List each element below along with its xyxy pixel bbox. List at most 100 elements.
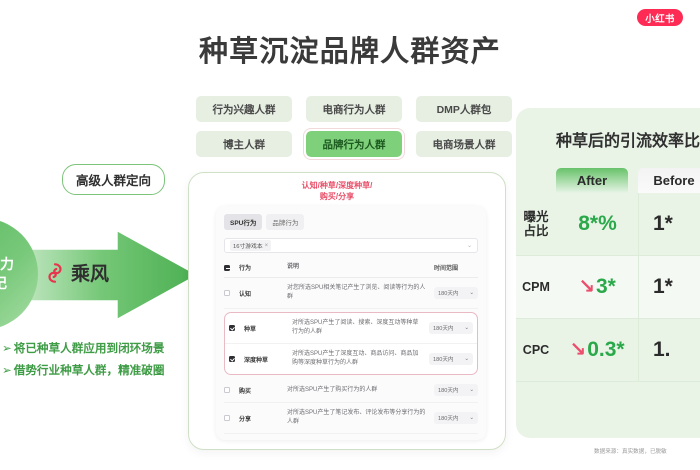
table-row[interactable]: 认知 对您所选SPU相关笔记产生了浏览、阅读等行为的人群 180天内 ⌄	[224, 278, 478, 309]
row-behavior: 深度种草	[244, 357, 269, 364]
tab-spu-behavior[interactable]: SPU行为	[224, 214, 263, 230]
select-all-checkbox[interactable]	[224, 264, 239, 271]
trend-down-arrow-icon: ↘	[569, 339, 587, 361]
advanced-targeting-label: 高级人群定向	[62, 164, 166, 195]
column-header-behavior: 行为	[239, 266, 252, 272]
metric-after-number: 8*%	[578, 212, 617, 235]
tab-brand-behavior[interactable]: 品牌行为	[266, 214, 305, 230]
bullet-item-1: ➢将已种草人群应用到闭环场景	[2, 338, 192, 360]
row-behavior: 购买	[239, 388, 252, 395]
annotation-line-1: 认知/种草/深度种草/	[301, 181, 373, 190]
metric-label: CPM	[516, 280, 556, 294]
time-range-select[interactable]: 180天内 ⌄	[429, 322, 473, 334]
row-checkbox[interactable]	[224, 290, 239, 296]
checkbox-icon	[224, 387, 230, 393]
column-header-desc: 说明	[287, 264, 300, 270]
behavior-table: 行为 说明 时间范围 认知 对您所选SPU相关笔记产生了浏览、阅读等行为的人群 …	[224, 259, 478, 434]
row-time-range[interactable]: 180天内 ⌄	[429, 353, 473, 365]
time-range-value: 180天内	[438, 388, 459, 394]
time-range-select[interactable]: 180天内 ⌄	[429, 353, 473, 365]
swirl-icon	[44, 262, 66, 284]
footer-source-note: 数据来源：真实数据，已脱敏	[594, 449, 667, 455]
filter-chip[interactable]: 16寸游戏本 ×	[230, 240, 272, 251]
filter-chip-label: 16寸游戏本	[233, 244, 263, 250]
highlighted-rows-group: 种草 对所选SPU产生了阅读、搜索、深度互动等种草行为的人群 180天内 ⌄ 深…	[224, 312, 478, 375]
checkbox-icon	[224, 415, 230, 421]
row-desc: 对您所选SPU相关笔记产生了浏览、阅读等行为的人群	[287, 285, 426, 300]
audience-tag-grid: 行为兴趣人群 电商行为人群 DMP人群包 博主人群 品牌行为人群 电商场景人群	[196, 96, 516, 166]
metric-label-line-2: 占比	[523, 224, 549, 238]
chevron-down-icon: ⌄	[469, 415, 474, 421]
metrics-column-headers: After Before	[556, 168, 700, 193]
table-row[interactable]: 深度种草 对所选SPU产生了深度互动、商品访问、商品加购等深度种草行为的人群 1…	[225, 344, 477, 374]
time-range-select[interactable]: 180天内 ⌄	[434, 384, 478, 396]
checkbox-icon	[224, 290, 230, 296]
tag-dmp-package[interactable]: DMP人群包	[416, 96, 512, 122]
checkbox-partial-icon	[224, 264, 230, 271]
time-range-select[interactable]: 180天内 ⌄	[434, 287, 478, 299]
row-time-range[interactable]: 180天内 ⌄	[429, 322, 473, 334]
row-time-range[interactable]: 180天内 ⌄	[434, 384, 478, 396]
row-time-range[interactable]: 180天内 ⌄	[434, 287, 478, 299]
tag-brand-behavior-selected[interactable]: 品牌行为人群	[304, 129, 404, 159]
metric-row-cpm: CPM ↘ 3* 1*	[516, 256, 700, 319]
table-row[interactable]: 分享 对所选SPU产生了笔记发布、评论发布等分享行为的人群 180天内 ⌄	[224, 403, 478, 434]
chevron-down-icon[interactable]: ⌄	[466, 243, 472, 249]
chevron-down-icon: ⌄	[464, 356, 469, 362]
time-range-value: 180天内	[433, 326, 454, 332]
tag-row-1: 行为兴趣人群 电商行为人群 DMP人群包	[196, 96, 516, 122]
metric-before-value: 1*	[638, 193, 700, 255]
table-row[interactable]: 种草 对所选SPU产生了阅读、搜索、深度互动等种草行为的人群 180天内 ⌄	[225, 313, 477, 344]
metrics-title: 种草后的引流效率比	[556, 133, 700, 150]
metric-label: 曝光 占比	[516, 210, 556, 239]
checkbox-checked-icon	[229, 325, 235, 331]
row-checkbox[interactable]	[224, 387, 239, 393]
row-desc: 对所选SPU产生了购买行为的人群	[287, 386, 378, 393]
row-checkbox[interactable]	[229, 325, 244, 331]
metric-after-value: ↘ 3*	[556, 275, 638, 299]
tag-ecommerce-behavior[interactable]: 电商行为人群	[306, 96, 402, 122]
column-header-time: 时间范围	[434, 266, 459, 272]
metric-label-line-1: CPC	[522, 342, 550, 357]
trend-down-arrow-icon: ↘	[578, 276, 595, 298]
chevron-down-icon: ⌄	[464, 325, 469, 331]
chip-close-icon[interactable]: ×	[264, 242, 269, 249]
metric-after-value: 8*%	[556, 212, 638, 236]
spu-filter-select[interactable]: 16寸游戏本 × ⌄	[224, 238, 478, 253]
column-header-after: After	[556, 168, 628, 193]
row-time-range[interactable]: 180天内 ⌄	[434, 412, 478, 424]
red-annotation: 认知/种草/深度种草/ 购买/分享	[276, 180, 398, 202]
segment-tabs: SPU行为 品牌行为	[216, 206, 486, 234]
metric-after-value: ↘ 0.3*	[556, 338, 638, 362]
metrics-rows: 曝光 占比 8*% 1* CPM ↘ 3* 1* CPC ↘	[516, 193, 700, 382]
circle-line-2: 笔记	[0, 274, 7, 293]
bullet-arrow-icon: ➢	[2, 364, 12, 378]
tag-ecommerce-scene[interactable]: 电商场景人群	[416, 131, 512, 157]
table-header-row: 行为 说明 时间范围	[224, 259, 478, 278]
metric-after-number: 3*	[595, 275, 616, 298]
bullet-arrow-icon: ➢	[2, 342, 12, 355]
xiaohongshu-logo: 小红书	[637, 9, 683, 26]
table-row[interactable]: 购买 对所选SPU产生了购买行为的人群 180天内 ⌄	[224, 378, 478, 403]
annotation-line-2: 购买/分享	[319, 192, 355, 202]
metric-label: CPC	[516, 343, 556, 357]
row-desc: 对所选SPU产生了阅读、搜索、深度互动等种草行为的人群	[292, 320, 419, 335]
row-behavior: 分享	[239, 416, 252, 423]
time-range-select[interactable]: 180天内 ⌄	[434, 412, 478, 424]
metric-after-number: 0.3*	[587, 338, 625, 361]
circle-line-1: 种草力	[0, 256, 14, 273]
metric-label-line-1: CPM	[522, 279, 550, 294]
row-checkbox[interactable]	[229, 356, 244, 362]
left-bullet-list: ➢将已种草人群应用到闭环场景 ➢借势行业种草人群，精准破圈	[2, 338, 192, 382]
tag-behavior-interest[interactable]: 行为兴趣人群	[196, 96, 292, 122]
time-range-value: 180天内	[438, 291, 459, 297]
chengfeng-text: 乘风	[71, 264, 110, 285]
row-desc: 对所选SPU产生了笔记发布、评论发布等分享行为的人群	[287, 410, 426, 425]
tag-blogger-audience[interactable]: 博主人群	[196, 131, 292, 157]
row-checkbox[interactable]	[224, 415, 239, 421]
time-range-value: 180天内	[433, 357, 454, 363]
metric-before-value: 1.	[638, 319, 700, 381]
chengfeng-brand: 乘风	[44, 259, 109, 286]
bullet-item-2: ➢借势行业种草人群，精准破圈	[2, 360, 192, 382]
